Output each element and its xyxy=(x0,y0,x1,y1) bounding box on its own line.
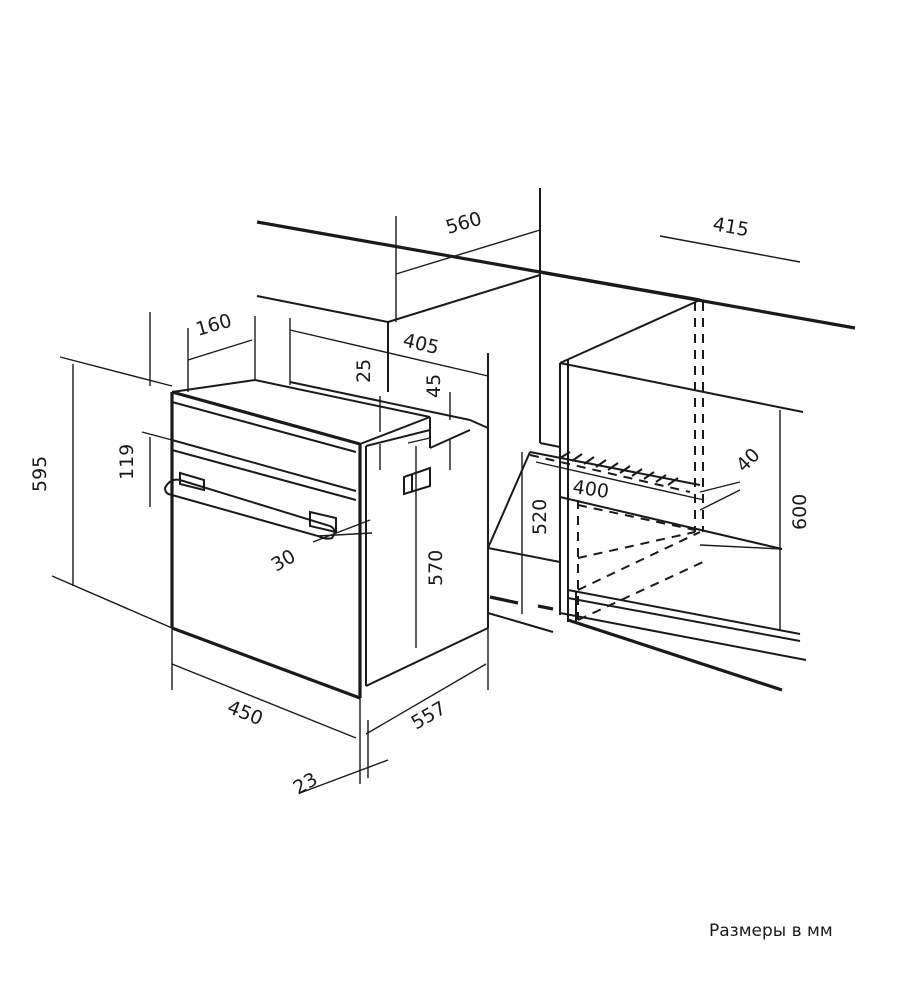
dim-40: 40 xyxy=(732,444,765,477)
dim-520: 520 xyxy=(529,499,551,535)
units-note: Размеры в мм xyxy=(709,921,833,941)
dim-450: 450 xyxy=(224,696,266,730)
dim-119: 119 xyxy=(116,444,138,480)
dim-30: 30 xyxy=(268,545,300,576)
oven xyxy=(163,353,489,700)
dim-415: 415 xyxy=(711,213,751,241)
dim-23: 23 xyxy=(290,768,322,799)
dim-557: 557 xyxy=(408,697,450,734)
cabinet-outline xyxy=(256,188,856,692)
dim-400: 400 xyxy=(571,476,610,503)
hidden-opening-dashes xyxy=(529,302,704,621)
dim-600: 600 xyxy=(789,494,811,530)
dim-405: 405 xyxy=(401,329,441,359)
dim-595: 595 xyxy=(29,456,51,492)
dim-160: 160 xyxy=(193,310,234,341)
dim-560: 560 xyxy=(443,208,484,239)
dimension-lines xyxy=(51,216,801,794)
dim-570: 570 xyxy=(425,550,447,586)
vent-hatch xyxy=(559,451,679,486)
dim-25: 25 xyxy=(353,359,375,383)
dim-45: 45 xyxy=(423,374,445,398)
